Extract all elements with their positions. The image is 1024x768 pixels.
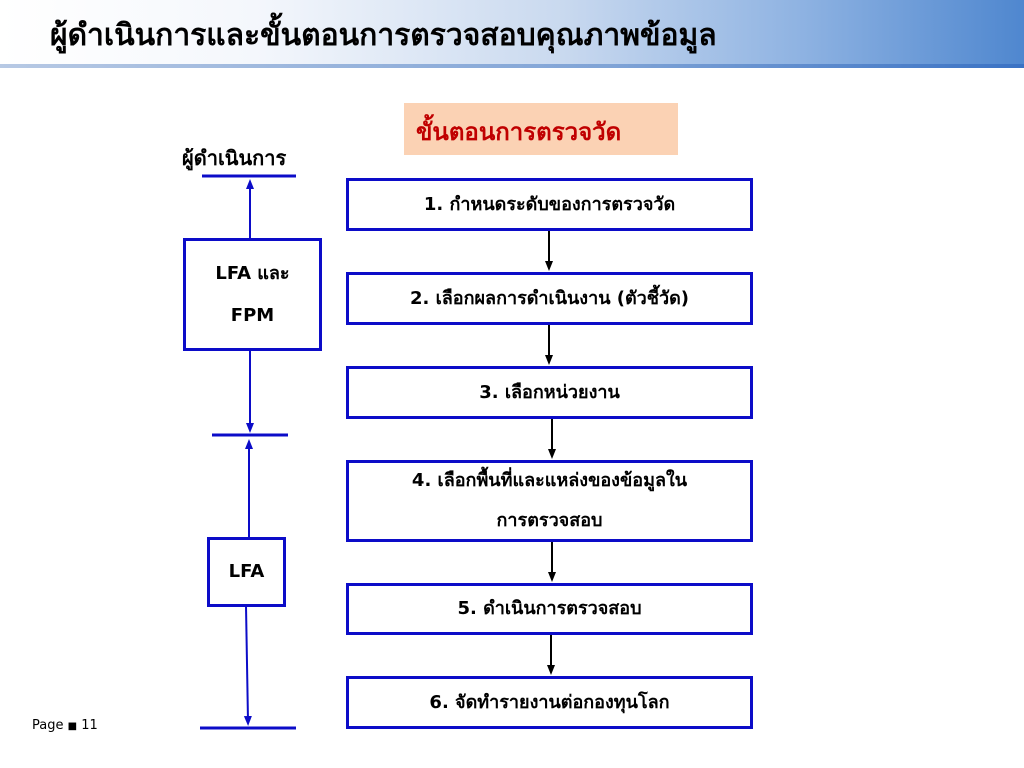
slide-title: ผู้ดำเนินการและขั้นตอนการตรวจสอบคุณภาพข้… bbox=[50, 18, 717, 53]
step-label: 1. กำหนดระดับของการตรวจวัด bbox=[423, 193, 676, 215]
step-label: 5. ดำเนินการตรวจสอบ bbox=[457, 598, 642, 619]
actor-box-line: LFA bbox=[228, 561, 265, 582]
steps-header-label: ขั้นตอนการตรวจวัด bbox=[416, 118, 622, 146]
step-label: 2. เลือกผลการดำเนินงาน (ตัวชี้วัด) bbox=[409, 287, 690, 309]
step-label: 4. เลือกพื้นที่และแหล่งของข้อมูลใน bbox=[411, 470, 688, 491]
steps-header: ขั้นตอนการตรวจวัด bbox=[404, 103, 678, 155]
title-underline bbox=[0, 64, 1024, 68]
step-box-4: 4. เลือกพื้นที่และแหล่งของข้อมูลใน การตร… bbox=[346, 460, 753, 542]
page-label: Page bbox=[32, 718, 64, 733]
step-label: การตรวจสอบ bbox=[496, 510, 603, 531]
step-box-1: 1. กำหนดระดับของการตรวจวัด bbox=[346, 178, 753, 231]
step-label: 3. เลือกหน่วยงาน bbox=[479, 381, 620, 403]
step-box-3: 3. เลือกหน่วยงาน bbox=[346, 366, 753, 419]
actor-box-lfa-fpm: LFA และ FPM bbox=[183, 238, 322, 351]
page-separator-icon: ■ bbox=[67, 721, 78, 732]
actors-header: ผู้ดำเนินการ bbox=[182, 146, 287, 170]
step-box-2: 2. เลือกผลการดำเนินงาน (ตัวชี้วัด) bbox=[346, 272, 753, 325]
actor-box-line: LFA และ bbox=[215, 262, 290, 284]
actor-box-line: FPM bbox=[230, 304, 275, 326]
actor-box-lfa: LFA bbox=[207, 537, 286, 607]
actor2-down-arrow bbox=[243, 605, 252, 726]
step-box-6: 6. จัดทำรายงานต่อกองทุนโลก bbox=[346, 676, 753, 729]
title-bar bbox=[0, 0, 1024, 64]
step-box-5: 5. ดำเนินการตรวจสอบ bbox=[346, 583, 753, 635]
page-footer: Page ■ 11 bbox=[32, 718, 98, 733]
step-label: 6. จัดทำรายงานต่อกองทุนโลก bbox=[429, 691, 670, 713]
page-number: 11 bbox=[81, 718, 98, 733]
